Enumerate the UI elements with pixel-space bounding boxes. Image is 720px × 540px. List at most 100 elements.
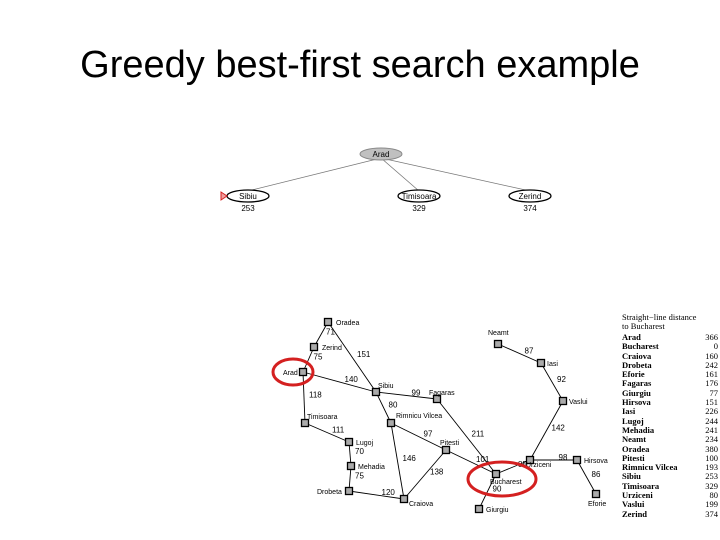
city-node (371, 387, 381, 397)
tree-node (397, 189, 441, 203)
city-label: Drobeta (317, 489, 342, 496)
distance-value: 329 (705, 480, 718, 491)
distance-value: 366 (705, 332, 718, 342)
road (302, 346, 315, 373)
road-distance: 111 (332, 426, 345, 435)
road (302, 371, 377, 393)
city-label: Fagaras (429, 390, 455, 397)
road-distance: 92 (557, 375, 566, 384)
road-distance: 101 (476, 455, 490, 464)
road-distance: 75 (355, 472, 364, 481)
city-node (309, 342, 319, 352)
city-name: Eforie (622, 369, 645, 380)
table-row: Hirsova 151 (622, 397, 720, 408)
city-name: Lugoj (622, 415, 644, 426)
road-distance: 87 (525, 347, 534, 356)
city-name: Craiova (622, 350, 652, 361)
road-distance: 71 (326, 328, 335, 337)
tree-node (508, 189, 552, 203)
road-distance: 70 (355, 447, 364, 456)
city-name: Hirsova (622, 397, 651, 408)
highlight-circle (271, 357, 315, 387)
road-distance: 142 (552, 424, 566, 433)
city-name: Rimnicu Vilcea (622, 462, 678, 473)
city-node (323, 317, 333, 327)
table-row: Vaslui 199 (622, 499, 720, 510)
table-header-1: Straight−line distance (622, 312, 697, 322)
tree-edge (247, 157, 382, 192)
city-label: Eforie (588, 501, 606, 508)
table-row: Arad 366 (622, 332, 720, 342)
road-distance: 140 (345, 375, 359, 384)
distance-value: 199 (705, 499, 718, 510)
slide-title: Greedy best-first search example (80, 44, 640, 86)
city-name: Drobeta (622, 359, 652, 370)
city-node (441, 445, 451, 455)
city-name: Bucharest (622, 341, 659, 352)
road-distance: 211 (472, 430, 485, 439)
city-node (558, 396, 568, 406)
table-row: Drobeta 242 (622, 359, 720, 370)
distance-value: 160 (705, 350, 718, 361)
table-row: Zerind 374 (622, 508, 720, 519)
city-name: Oradea (622, 443, 650, 454)
city-name: Vaslui (622, 499, 645, 510)
road (348, 490, 405, 500)
distance-value: 374 (705, 508, 718, 519)
table-row: Rimnicu Vilcea 193 (622, 462, 720, 473)
table-header-2: to Bucharest (622, 321, 665, 331)
city-node (525, 455, 535, 465)
city-label: Lugoj (356, 440, 374, 447)
highlight-circle (466, 460, 538, 498)
road-distance: 75 (314, 353, 323, 362)
city-node (399, 494, 409, 504)
city-name: Timisoara (622, 480, 660, 491)
city-name: Arad (622, 332, 641, 342)
road-distance: 86 (592, 470, 601, 479)
city-name: Pitesti (622, 452, 645, 463)
road-distance: 80 (389, 401, 398, 410)
city-label: Iasi (547, 361, 558, 368)
city-name: Zerind (622, 508, 648, 519)
city-node (386, 418, 396, 428)
distance-value: 161 (705, 369, 718, 380)
road (445, 449, 497, 475)
city-node (591, 489, 601, 499)
table-row: Timisoara 329 (622, 480, 720, 491)
distance-value: 151 (705, 397, 718, 408)
distance-value: 77 (709, 387, 719, 398)
distance-value: 193 (705, 462, 718, 473)
road-distance: 98 (559, 453, 568, 462)
road-distance: 90 (493, 485, 502, 494)
road-distance: 97 (424, 430, 433, 439)
distance-value: 242 (705, 359, 718, 370)
city-label: Giurgiu (486, 507, 509, 514)
city-label: Timisoara (307, 414, 338, 421)
road (375, 391, 392, 424)
heuristic-table: Straight−line distance to Bucharest Arad… (622, 313, 720, 519)
tree-edge (380, 157, 531, 192)
distance-value: 380 (705, 443, 718, 454)
city-name: Fagaras (622, 378, 652, 389)
city-label: Arad (283, 370, 298, 377)
tree-node-heuristic: 329 (412, 204, 426, 213)
road (390, 422, 447, 451)
tree-node-label: Sibiu (239, 192, 257, 201)
road-distance: 99 (412, 389, 421, 398)
road (495, 459, 531, 475)
distance-value: 234 (705, 434, 718, 445)
city-name: Sibiu (622, 471, 641, 482)
road (576, 459, 597, 495)
city-label: Sibiu (378, 383, 394, 390)
city-node (432, 394, 442, 404)
road (313, 321, 329, 348)
city-node (300, 418, 310, 428)
city-node (572, 455, 582, 465)
city-node (344, 486, 354, 496)
road (403, 449, 447, 500)
